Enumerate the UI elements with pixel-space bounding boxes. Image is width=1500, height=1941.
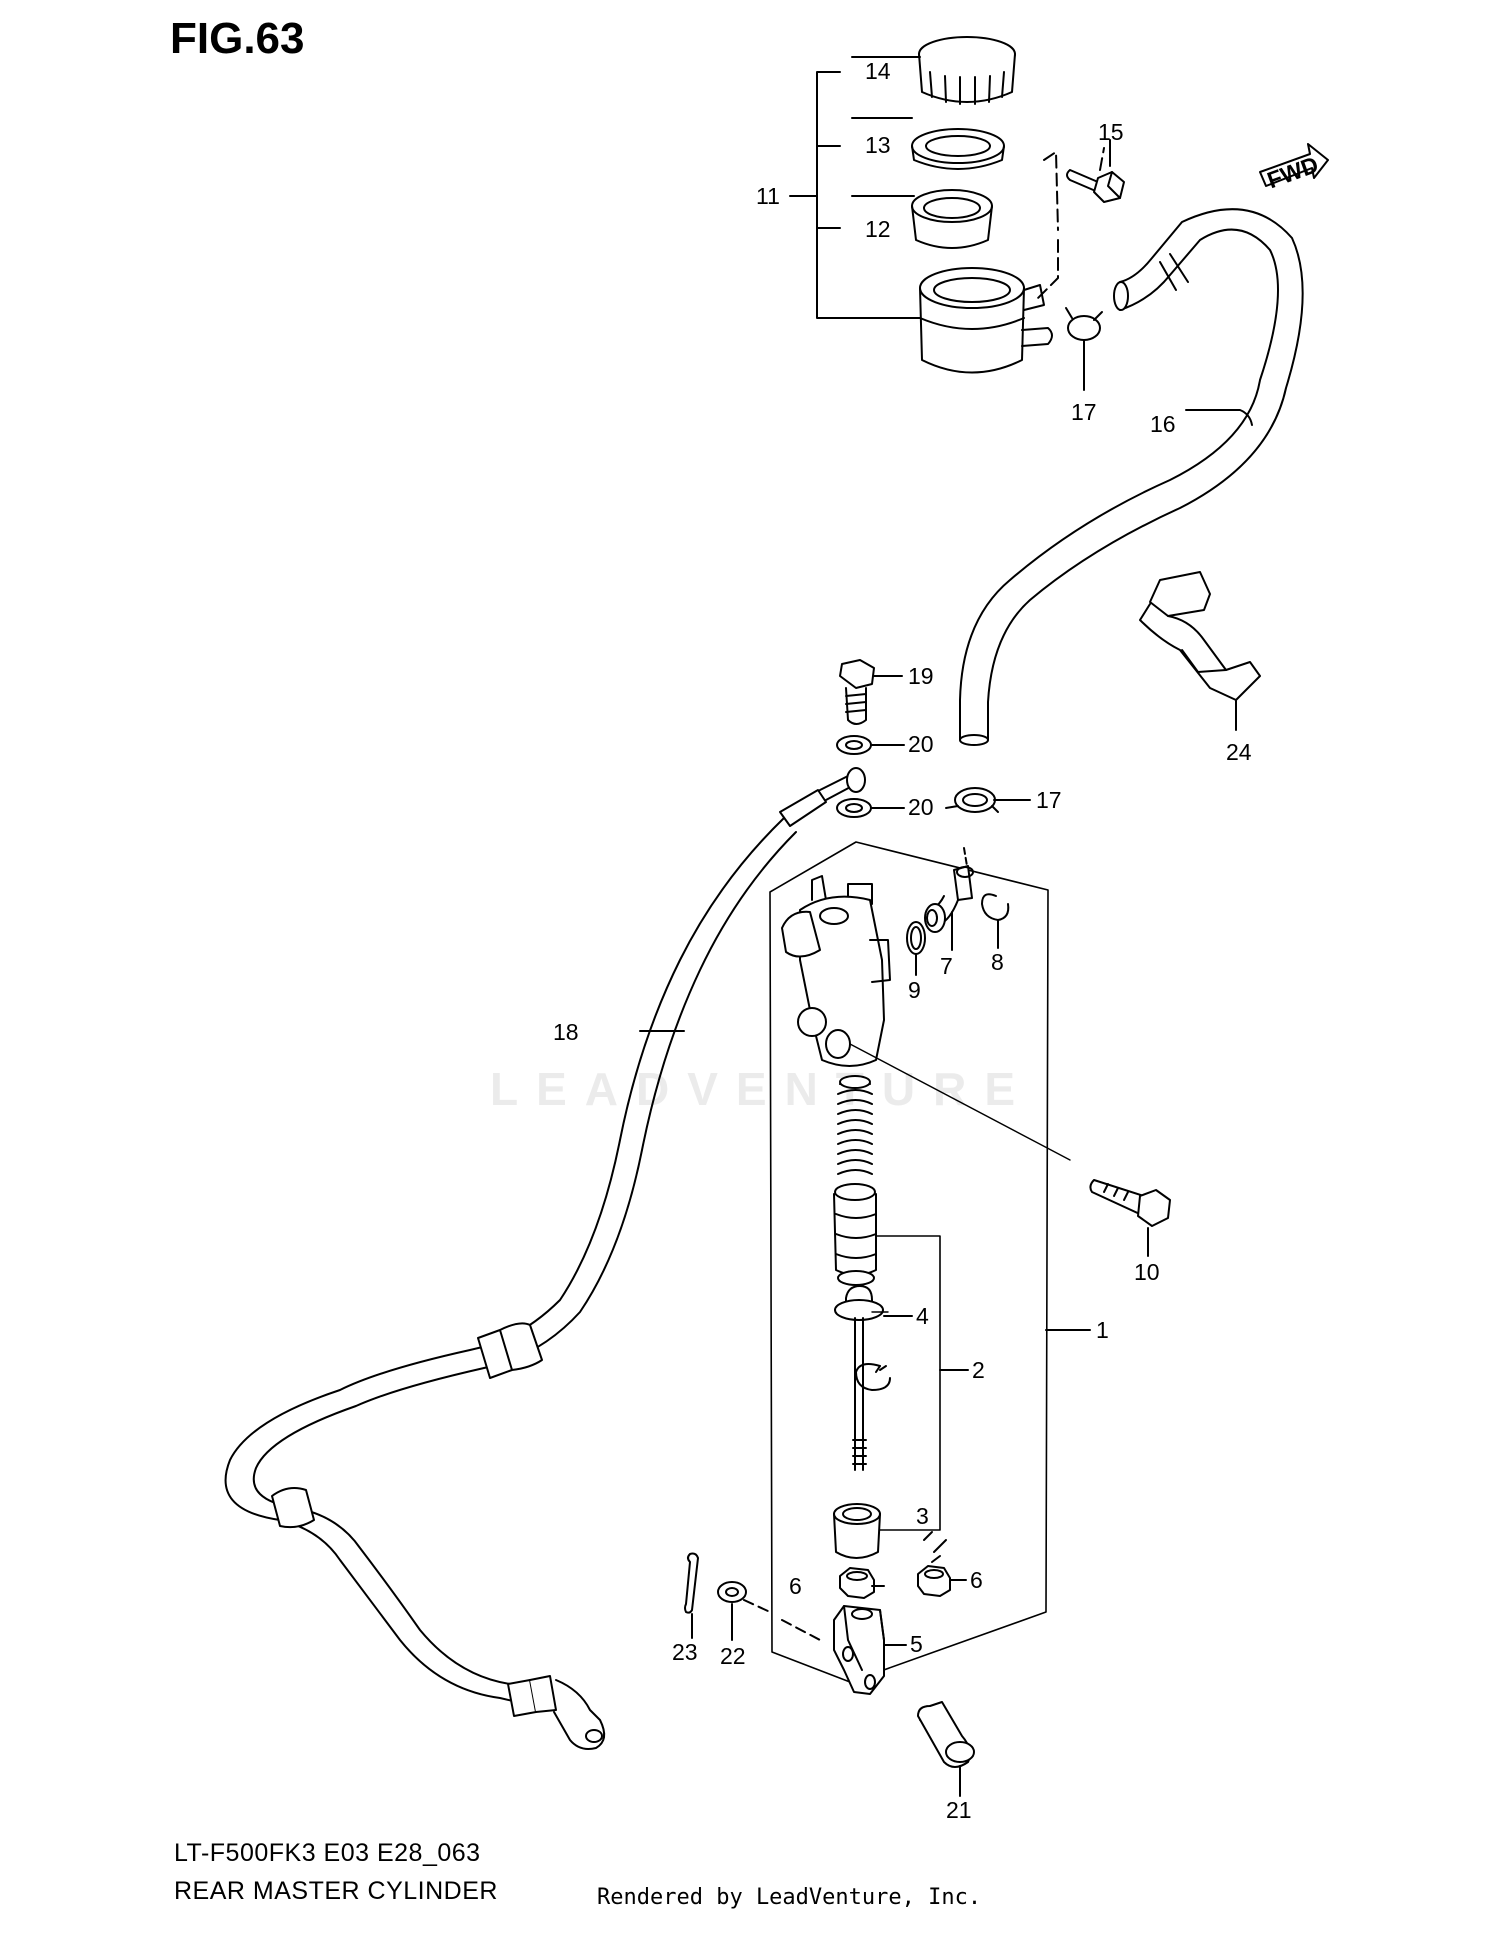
callout-20-upper: 20 <box>908 731 934 757</box>
figure-title: FIG.63 <box>170 14 305 63</box>
callout-11: 11 <box>756 183 780 209</box>
callout-17-upper: 17 <box>1071 399 1097 425</box>
clevis-joint[interactable] <box>833 1605 885 1695</box>
hose-clamp-upper[interactable] <box>1065 307 1103 341</box>
master-cylinder-box <box>769 841 1049 1683</box>
boot-retainer[interactable] <box>834 1285 884 1471</box>
mounting-bolt[interactable] <box>1089 1179 1171 1227</box>
washer-clevis[interactable] <box>717 1581 747 1603</box>
callout-21: 21 <box>946 1797 972 1823</box>
callout-22: 22 <box>720 1643 746 1669</box>
render-credit: Rendered by LeadVenture, Inc. <box>597 1885 982 1910</box>
rod-end-nut[interactable] <box>917 1565 951 1597</box>
master-cylinder-body[interactable] <box>781 875 891 1067</box>
callout-14: 14 <box>865 58 891 84</box>
hose-clamp-lower[interactable] <box>945 787 999 813</box>
washer-lower[interactable] <box>836 798 872 818</box>
reservoir-cap[interactable] <box>918 36 1016 105</box>
piston-spring[interactable] <box>837 1075 873 1175</box>
reservoir-tank[interactable] <box>919 267 1053 374</box>
washer-upper[interactable] <box>836 735 872 755</box>
callout-17-lower: 17 <box>1036 787 1062 813</box>
piston-cup[interactable] <box>833 1183 877 1286</box>
cotter-pin[interactable] <box>684 1552 699 1614</box>
lock-nut[interactable] <box>839 1567 875 1599</box>
banjo-bolt[interactable] <box>839 659 875 725</box>
callout-1: 1 <box>1096 1317 1109 1343</box>
callout-8: 8 <box>991 949 1004 975</box>
callout-24: 24 <box>1226 739 1252 765</box>
callout-6-left: 6 <box>789 1573 802 1599</box>
reservoir-hose[interactable] <box>959 208 1304 746</box>
model-code: LT-F500FK3 E03 E28_063 <box>174 1839 481 1867</box>
callout-23: 23 <box>672 1639 698 1665</box>
forward-direction-arrow: FWD <box>1259 143 1329 193</box>
callout-6-right: 6 <box>970 1567 983 1593</box>
callout-19: 19 <box>908 663 934 689</box>
assembly-name: REAR MASTER CYLINDER <box>174 1877 498 1905</box>
watermark-text: LEADVENTURE <box>490 1063 1034 1115</box>
brake-hose[interactable] <box>224 767 866 1750</box>
reservoir-bolt[interactable] <box>1066 169 1125 203</box>
callout-12: 12 <box>865 216 891 242</box>
callout-20-lower: 20 <box>908 794 934 820</box>
hose-guide-bracket[interactable] <box>1139 571 1261 701</box>
callout-15: 15 <box>1098 119 1124 145</box>
callout-13: 13 <box>865 132 891 158</box>
rod-boot[interactable] <box>833 1503 881 1559</box>
callout-4: 4 <box>916 1303 929 1329</box>
o-ring-inlet[interactable] <box>906 921 926 955</box>
callout-3: 3 <box>916 1503 929 1529</box>
callout-2: 2 <box>972 1357 985 1383</box>
reservoir-diaphragm[interactable] <box>911 189 993 249</box>
callout-16: 16 <box>1150 411 1176 437</box>
inlet-connector[interactable] <box>924 865 974 933</box>
callout-9: 9 <box>908 977 921 1003</box>
circlip-inlet[interactable] <box>981 893 1010 921</box>
callout-18: 18 <box>553 1019 579 1045</box>
fwd-label: FWD <box>1264 151 1322 193</box>
callout-7: 7 <box>940 953 953 979</box>
callout-5: 5 <box>910 1631 923 1657</box>
clevis-pin[interactable] <box>917 1701 975 1768</box>
callout-10: 10 <box>1134 1259 1160 1285</box>
push-rod-circlip[interactable] <box>855 1363 891 1391</box>
reservoir-plate[interactable] <box>911 128 1005 170</box>
